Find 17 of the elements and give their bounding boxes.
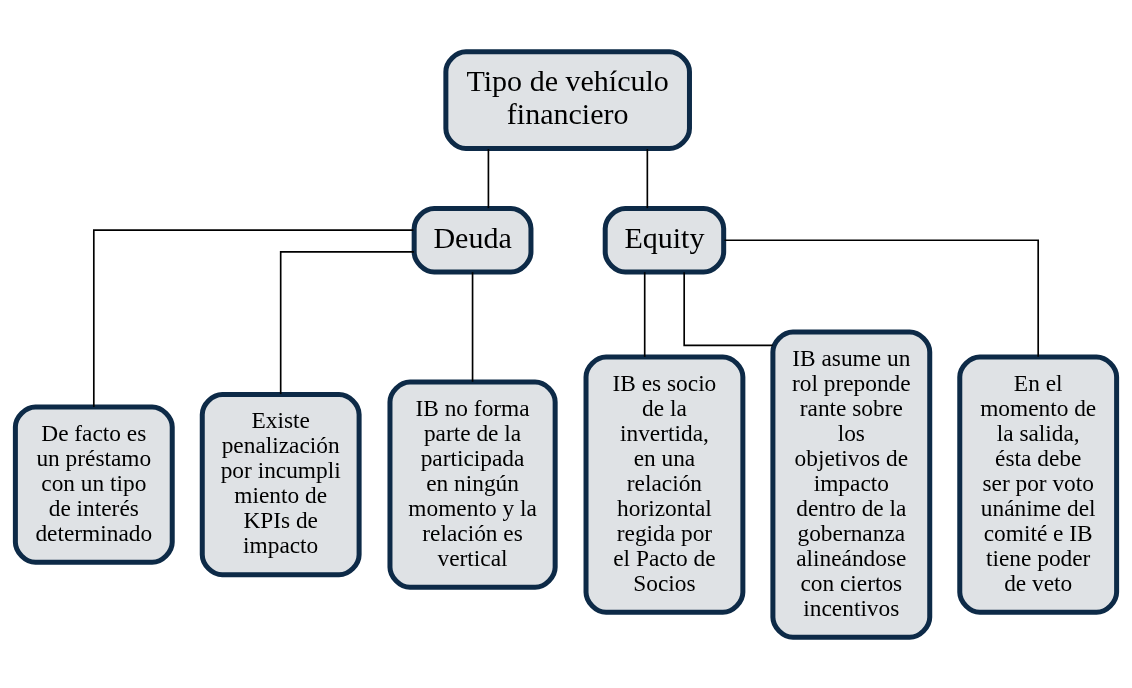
node-box: En el momento de la salida, ésta debe ser por voto unánime del comité e IB tiene poder de veto (957, 354, 1120, 615)
connector (643, 270, 646, 358)
node-box: Equity (602, 205, 727, 274)
node-box: Tipo de vehículo financiero (443, 48, 692, 151)
node-box: Existe penalización por incumplimiento de KPIs de impacto (199, 391, 362, 577)
connector (487, 147, 490, 209)
node-box: De facto es un préstamo con un tipo de interés determinado (12, 404, 175, 565)
node-box: IB es socio de la invertida, en una relación horizontal regida por el Pacto de Socios (583, 354, 746, 615)
node-box: IB asume un rol preponderante sobre los objetivos de impacto dentro de la gobernanza alineándose con ciertos incentivos (770, 329, 933, 640)
node-box: IB no forma parte de la participada en ningún momento y la relación es vertical (387, 379, 558, 590)
connector (646, 147, 649, 209)
connector (471, 270, 474, 383)
connector (279, 250, 415, 395)
connector (92, 228, 415, 408)
connector (683, 271, 774, 346)
node-box: Deuda (411, 205, 534, 274)
connector (723, 238, 1040, 358)
